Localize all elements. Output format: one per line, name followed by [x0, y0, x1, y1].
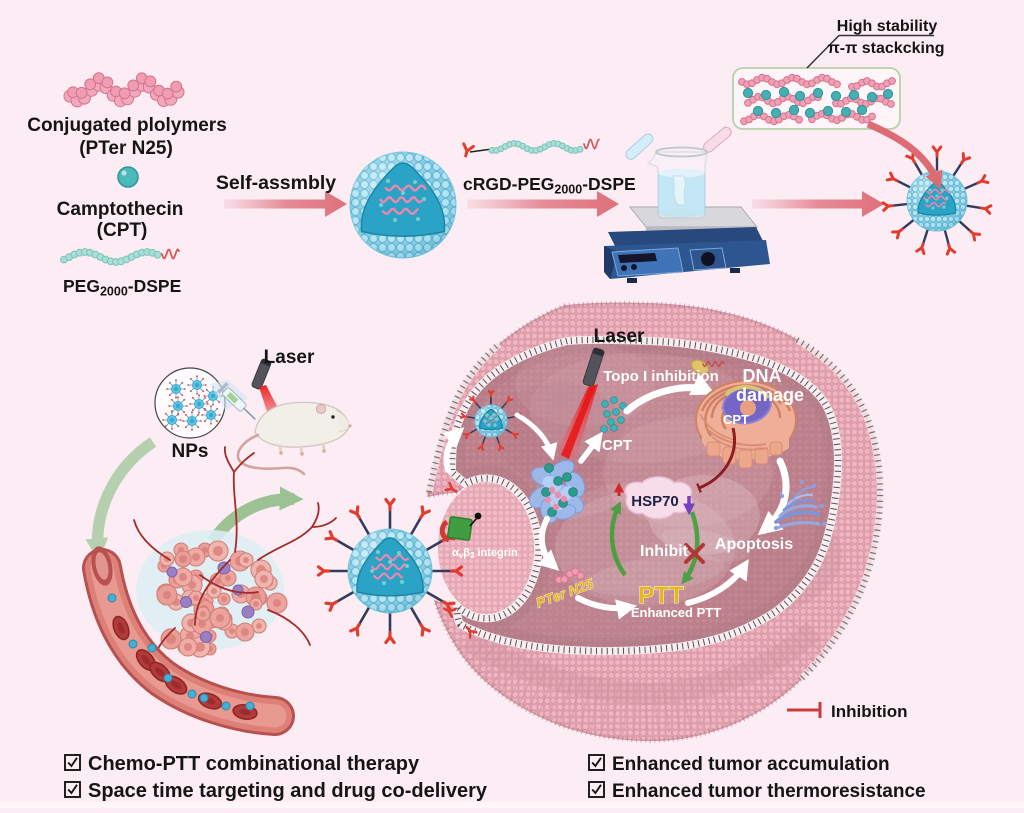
svg-text:Camptothecin: Camptothecin	[57, 199, 184, 220]
svg-text:CPT: CPT	[602, 437, 632, 454]
svg-text:NPs: NPs	[172, 441, 209, 462]
svg-text:Inhibition: Inhibition	[831, 702, 907, 721]
svg-text:αvβ3 integrin: αvβ3 integrin	[452, 547, 518, 560]
svg-text:(PTer N25): (PTer N25)	[79, 138, 173, 159]
svg-text:damage: damage	[736, 385, 804, 405]
svg-text:cRGD-PEG2000-DSPE: cRGD-PEG2000-DSPE	[463, 174, 636, 197]
svg-text:Enhanced PTT: Enhanced PTT	[631, 605, 721, 620]
svg-text:Chemo-PTT combinational therap: Chemo-PTT combinational therapy	[88, 753, 420, 775]
svg-text:π-π stackcking: π-π stackcking	[828, 40, 945, 57]
svg-text:Apoptosis: Apoptosis	[715, 536, 793, 553]
svg-text:Inhibit: Inhibit	[640, 543, 689, 560]
svg-text:Space time targeting and drug: Space time targeting and drug co-deliver…	[88, 780, 488, 802]
svg-text:Laser: Laser	[264, 347, 315, 368]
svg-text:High stability: High stability	[837, 18, 938, 35]
svg-text:CPT: CPT	[723, 412, 749, 427]
svg-text:Enhanced tumor accumulation: Enhanced tumor accumulation	[612, 754, 890, 775]
svg-text:Laser: Laser	[594, 326, 645, 347]
svg-text:Topo I inhibition: Topo I inhibition	[603, 368, 719, 385]
svg-text:Enhanced tumor thermoresistanc: Enhanced tumor thermoresistance	[612, 781, 926, 802]
svg-text:DNA: DNA	[743, 366, 782, 386]
svg-text:Conjugated plolymers: Conjugated plolymers	[27, 115, 227, 136]
svg-text:PTT: PTT	[638, 582, 684, 609]
svg-text:(CPT): (CPT)	[97, 220, 148, 241]
svg-text:Self-assmbly: Self-assmbly	[216, 172, 336, 194]
svg-text:PEG2000-DSPE: PEG2000-DSPE	[63, 276, 181, 299]
svg-text:HSP70: HSP70	[631, 493, 679, 510]
